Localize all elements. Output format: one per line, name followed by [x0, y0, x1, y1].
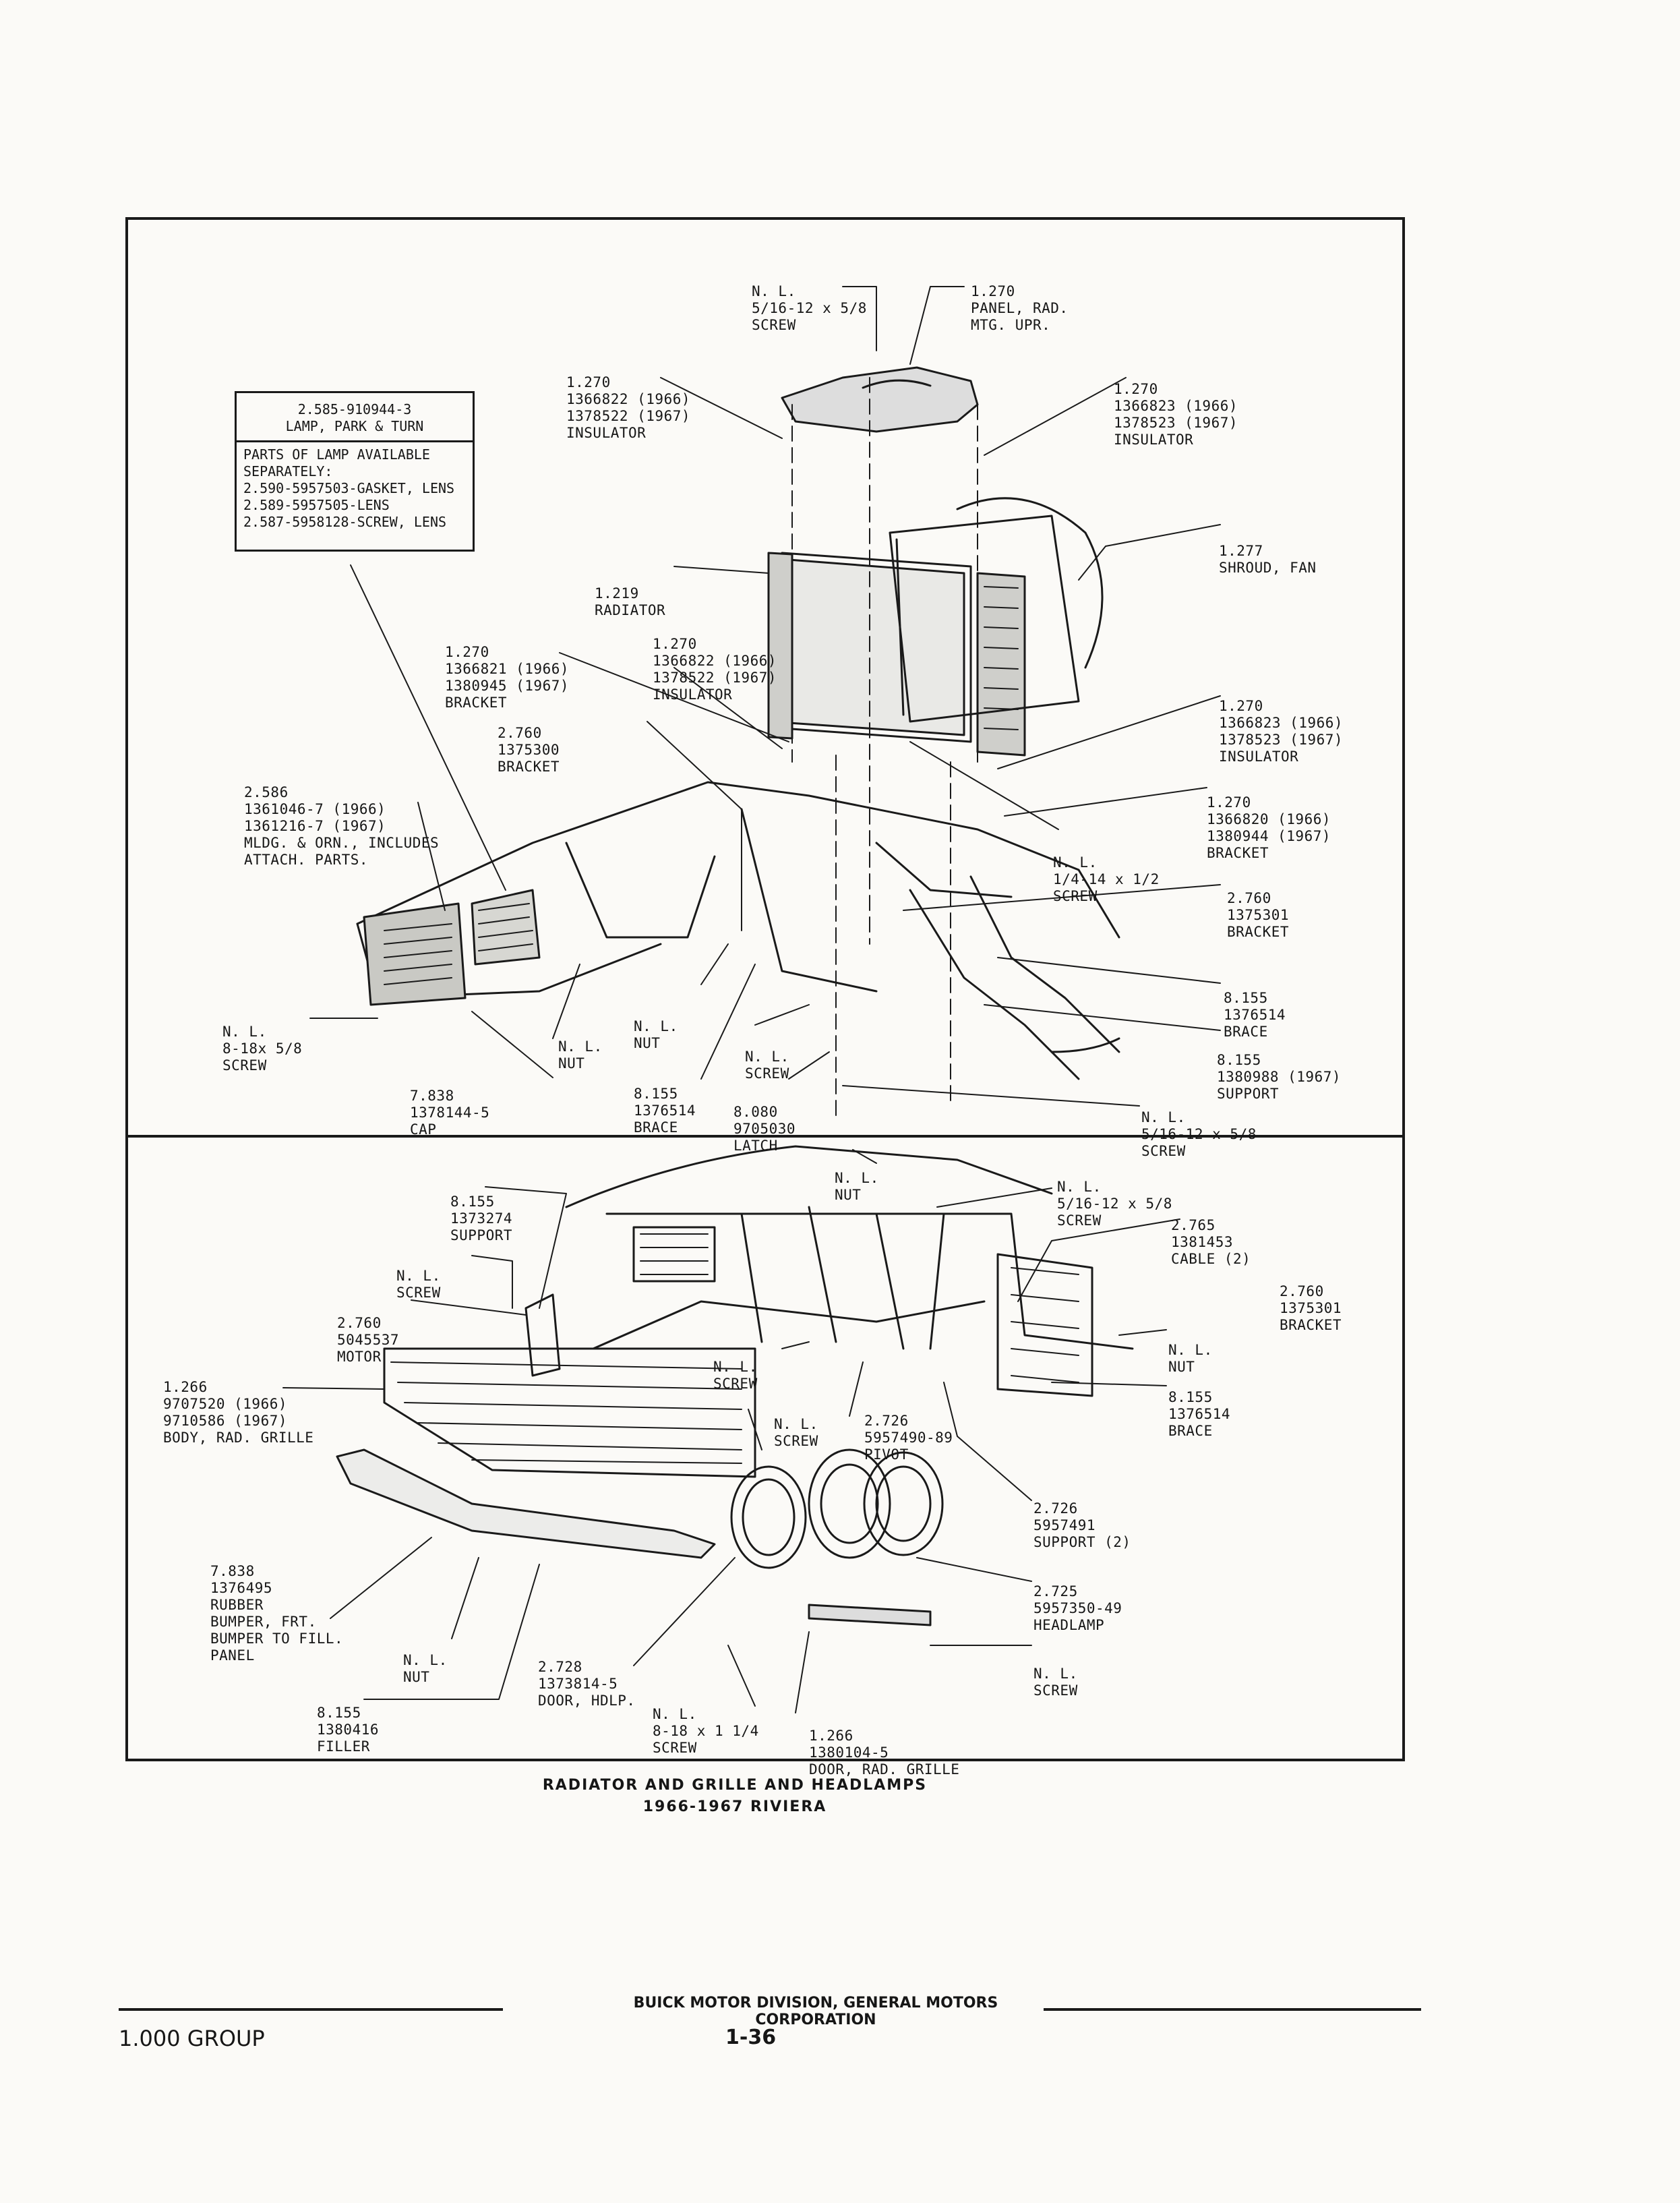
label-screw-a: N. L.SCREW [396, 1268, 441, 1301]
molding-ornament [363, 902, 467, 1006]
footer-rule-right [1044, 2008, 1421, 2011]
lamp-box-part: 2.587-5958128-SCREW, LENS [243, 514, 447, 530]
front-end-body-upper [356, 781, 1120, 1080]
headlamp-assembly [730, 1448, 944, 1626]
figure-caption: RADIATOR AND GRILLE AND HEADLAMPS 1966-1… [0, 1775, 1470, 1818]
front-end-body-lower [524, 1145, 1134, 1397]
caption-line-2: 1966-1967 RIVIERA [642, 1798, 827, 1815]
alignment-lines [791, 377, 978, 1120]
label-screw-right: N. L.SCREW [1033, 1666, 1078, 1699]
radiator-grille-body [383, 1347, 756, 1478]
label-nut-right: N. L.NUT [1168, 1342, 1213, 1375]
label-nut-a: N. L.NUT [634, 1018, 678, 1051]
label-screw-c: N. L.SCREW [774, 1416, 818, 1449]
lamp-box-part: 2.589-5957505-LENS [243, 497, 390, 513]
footer-group: 1.000 GROUP [119, 2026, 265, 2051]
leader-lines-lower [282, 1149, 1180, 1713]
leader-lines-upper [309, 286, 1221, 1107]
lamp-box-title: LAMP, PARK & TURN [285, 418, 424, 434]
lamp-park-turn-box: 2.585-910944-3 LAMP, PARK & TURN PARTS O… [235, 391, 475, 552]
caption-line-1: RADIATOR AND GRILLE AND HEADLAMPS [542, 1777, 928, 1794]
footer-publisher: BUICK MOTOR DIVISION, GENERAL MOTORS COR… [633, 1995, 998, 2028]
label-screw-mid: N. L.SCREW [745, 1049, 789, 1082]
lamp-box-part: PARTS OF LAMP AVAILABLE [243, 446, 430, 463]
fan-shroud [889, 497, 1104, 723]
lamp-box-part: SEPARATELY: [243, 463, 333, 479]
label-nut-b: N. L.NUT [558, 1038, 603, 1071]
page-number: 1-36 [725, 2026, 777, 2049]
footer-rule-left [119, 2008, 503, 2011]
park-lamp [471, 889, 541, 966]
lamp-box-number: 2.585-910944-3 [297, 401, 412, 417]
panel-divider [125, 1135, 1405, 1138]
label-nut-top: N. L.NUT [835, 1170, 879, 1203]
label-screw-b: N. L.SCREW [713, 1359, 758, 1392]
front-bumper-filler [336, 1448, 716, 1559]
radiator-upper-panel [781, 366, 979, 433]
radiator-core [767, 552, 1026, 757]
lamp-box-part: 2.590-5957503-GASKET, LENS [243, 480, 455, 496]
label-nut-bottom: N. L.NUT [403, 1652, 448, 1685]
diagram-frame [125, 217, 1405, 1761]
